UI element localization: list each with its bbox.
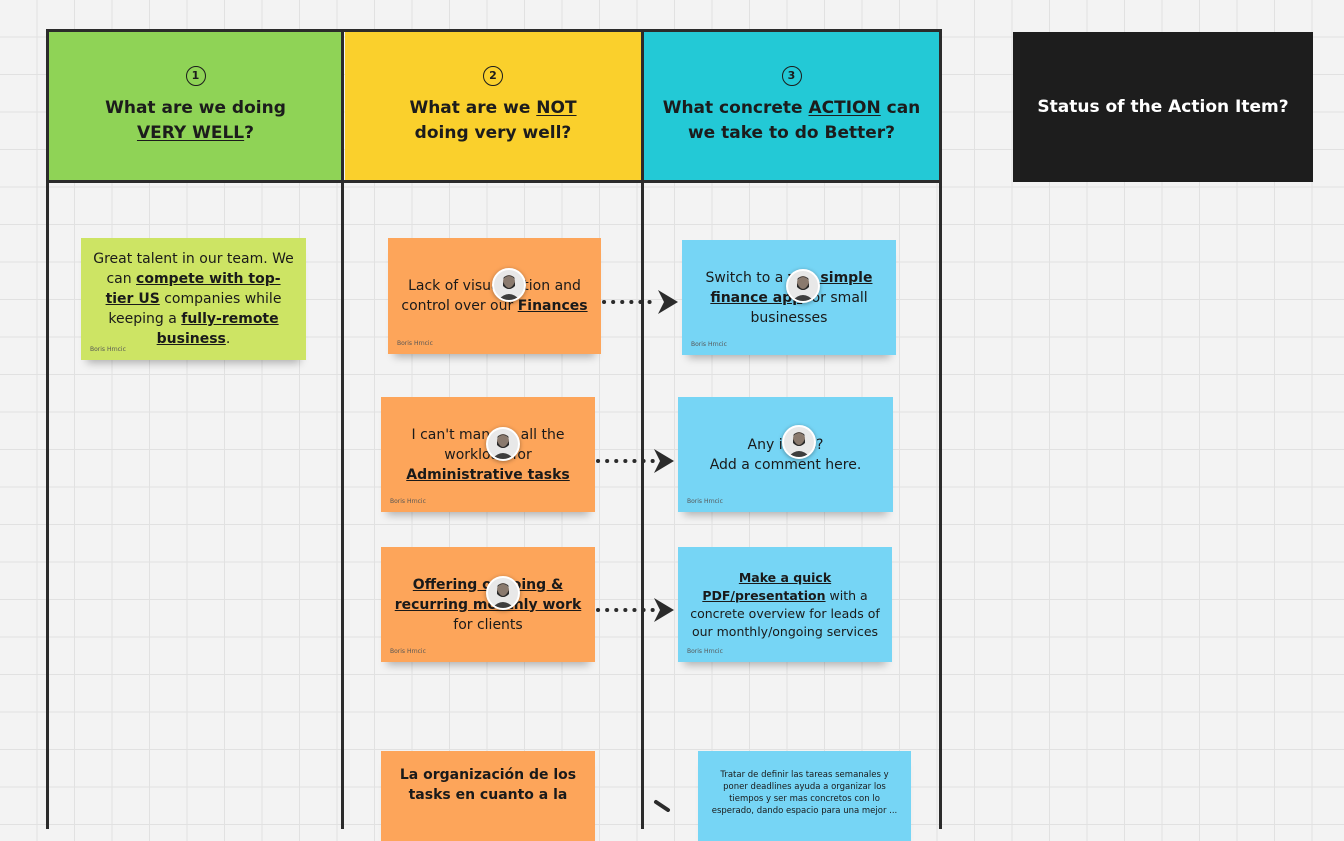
- sticky-note-not-well-3[interactable]: Offering ongoing & recurring monthly wor…: [381, 547, 595, 662]
- avatar-icon: [788, 271, 818, 301]
- note-author: Boris Hrncic: [691, 341, 727, 348]
- sticky-note-not-well-1[interactable]: Lack of visualization and control over o…: [388, 238, 601, 354]
- note-author: Boris Hrncic: [390, 648, 426, 655]
- note-author: Boris Hrncic: [687, 648, 723, 655]
- note-text: Make a quick PDF/presentation with a con…: [690, 569, 880, 639]
- status-header-label: Status of the Action Item?: [1037, 97, 1289, 117]
- note-text: La organización de los tasks en cuanto a…: [399, 767, 577, 803]
- avatar-icon: [494, 270, 524, 300]
- note-text: Lack of visualization and control over o…: [401, 278, 588, 314]
- header-divider: [46, 180, 942, 183]
- avatar-icon[interactable]: [782, 425, 816, 459]
- column-header-not-doing-well[interactable]: 2 What are we NOT doing very well?: [345, 32, 641, 180]
- sticky-note-action-1[interactable]: Switch to a vey simple finance app for s…: [682, 240, 896, 355]
- avatar-icon[interactable]: [486, 427, 520, 461]
- dotted-arrow-icon[interactable]: [594, 596, 678, 626]
- column-divider-1: [341, 29, 344, 829]
- note-author: Boris Hrncic: [687, 498, 723, 505]
- sticky-note-action-3[interactable]: Make a quick PDF/presentation with a con…: [678, 547, 892, 662]
- column-2-header-bg: [345, 32, 641, 180]
- avatar-icon[interactable]: [786, 269, 820, 303]
- column-1-header-bg: [49, 32, 342, 180]
- column-divider-2: [641, 29, 644, 829]
- sticky-note-action-2[interactable]: Any ideas?Add a comment here. Boris Hrnc…: [678, 397, 893, 512]
- header-title: What concrete ACTION can we take to do B…: [662, 98, 921, 143]
- step-number-2: 2: [483, 66, 503, 86]
- note-text: Offering ongoing & recurring monthly wor…: [394, 576, 582, 633]
- note-author: Boris Hrncic: [397, 340, 433, 347]
- avatar-icon[interactable]: [486, 576, 520, 610]
- note-text: Tratar de definir las tareas semanales y…: [711, 770, 898, 816]
- retrospective-frame: [46, 29, 942, 829]
- sticky-note-doing-well-1[interactable]: Great talent in our team. We can compete…: [81, 238, 306, 360]
- sticky-note-action-4[interactable]: Tratar de definir las tareas semanales y…: [698, 751, 911, 841]
- header-title: What are we NOT doing very well?: [409, 98, 577, 143]
- column-header-concrete-action[interactable]: 3 What concrete ACTION can we take to do…: [644, 32, 939, 180]
- avatar-icon: [488, 578, 518, 608]
- note-text: Switch to a vey simple finance app for s…: [705, 269, 873, 326]
- header-title: What are we doing VERY WELL?: [105, 98, 286, 143]
- sticky-note-not-well-2[interactable]: I can't manage all the workload for Admi…: [381, 397, 595, 512]
- avatar-icon[interactable]: [492, 268, 526, 302]
- step-number-1: 1: [185, 66, 206, 86]
- dotted-arrow-icon[interactable]: [594, 447, 678, 477]
- status-column-header[interactable]: Status of the Action Item?: [1013, 32, 1313, 182]
- avatar-icon: [488, 429, 518, 459]
- note-author: Boris Hrncic: [390, 498, 426, 505]
- step-number-3: 3: [781, 66, 802, 86]
- dotted-arrow-icon[interactable]: [650, 798, 680, 812]
- note-text: Great talent in our team. We can compete…: [93, 251, 294, 347]
- sticky-note-not-well-4[interactable]: La organización de los tasks en cuanto a…: [381, 751, 595, 841]
- dotted-arrow-icon[interactable]: [600, 288, 684, 318]
- column-3-header-bg: [644, 32, 939, 180]
- note-author: Boris Hrncic: [90, 346, 126, 353]
- column-header-doing-well[interactable]: 1 What are we doing VERY WELL?: [49, 32, 342, 180]
- avatar-icon: [784, 427, 814, 457]
